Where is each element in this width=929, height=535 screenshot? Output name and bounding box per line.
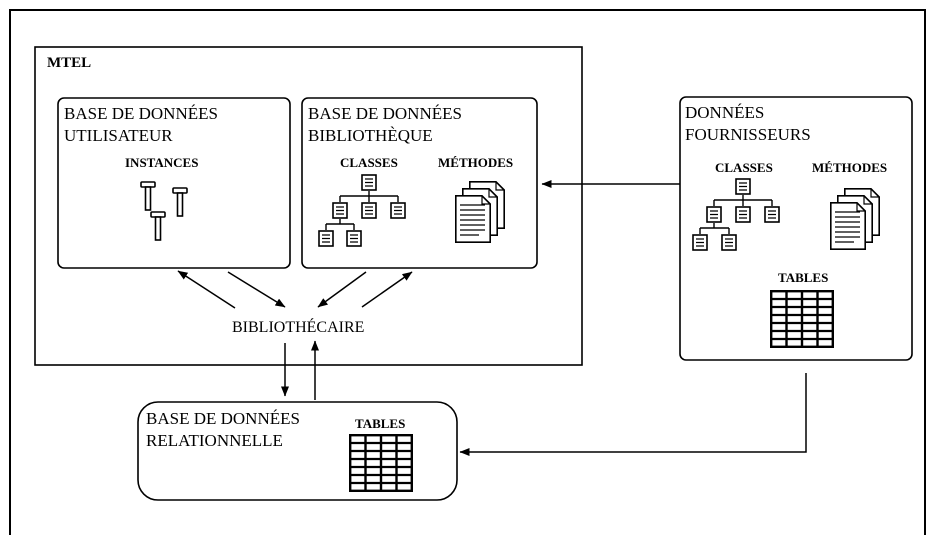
document-stack-icon — [830, 188, 881, 250]
supplier-data-box: DONNÉES FOURNISSEURS CLASSES MÉTHODES TA… — [679, 96, 913, 361]
supplier-methods-label: MÉTHODES — [812, 160, 887, 175]
instances-label: INSTANCES — [125, 155, 198, 170]
class-node-icon — [332, 202, 348, 219]
supplier-tables-label: TABLES — [778, 270, 828, 285]
class-node-icon — [721, 234, 737, 251]
relational-database-box: BASE DE DONNÉES RELATIONNELLE TABLES — [137, 401, 458, 501]
class-node-icon — [318, 230, 334, 247]
class-node-icon — [346, 230, 362, 247]
librarian-label: BIBLIOTHÉCAIRE — [232, 317, 364, 336]
table-grid-icon — [349, 434, 413, 492]
class-node-icon — [390, 202, 406, 219]
supplier-classes-label: CLASSES — [715, 160, 773, 175]
arrow-suppliers-to-relational — [459, 373, 807, 456]
library-database-frame — [301, 97, 538, 269]
arrow-library-to-librarian — [317, 271, 367, 308]
user-database-title-line2: UTILISATEUR — [64, 126, 173, 145]
library-classes-label: CLASSES — [340, 155, 398, 170]
class-node-icon — [361, 202, 377, 219]
mtel-label: MTEL — [47, 55, 91, 71]
table-grid-icon — [770, 290, 834, 348]
relational-database-title-line1: BASE DE DONNÉES — [146, 409, 300, 428]
relational-database-title-line2: RELATIONNELLE — [146, 431, 283, 450]
outer-frame — [9, 9, 926, 535]
document-stack-icon — [455, 181, 506, 243]
relational-tables-label: TABLES — [355, 416, 405, 431]
arrow-librarian-to-user-database — [177, 270, 236, 309]
library-database-box: BASE DE DONNÉES BIBLIOTHÈQUE CLASSES MÉT… — [301, 97, 538, 269]
library-methods-label: MÉTHODES — [438, 155, 513, 170]
class-tree-connectors — [325, 191, 399, 230]
arrow-librarian-to-library — [361, 271, 413, 308]
supplier-data-title-line1: DONNÉES — [685, 103, 764, 122]
user-database-frame — [57, 97, 291, 269]
class-node-icon — [361, 174, 377, 191]
class-node-icon — [764, 206, 780, 223]
supplier-data-frame — [679, 96, 913, 361]
class-node-icon — [692, 234, 708, 251]
user-database-title-line1: BASE DE DONNÉES — [64, 104, 218, 123]
library-database-title-line1: BASE DE DONNÉES — [308, 104, 462, 123]
class-node-icon — [735, 178, 751, 195]
user-database-box: BASE DE DONNÉES UTILISATEUR INSTANCES — [57, 97, 291, 269]
supplier-data-title-line2: FOURNISSEURS — [685, 125, 811, 144]
class-node-icon — [706, 206, 722, 223]
class-node-icon — [735, 206, 751, 223]
library-database-title-line2: BIBLIOTHÈQUE — [308, 126, 433, 145]
class-tree-connectors — [699, 195, 773, 234]
arrow-user-database-to-librarian — [227, 271, 286, 308]
